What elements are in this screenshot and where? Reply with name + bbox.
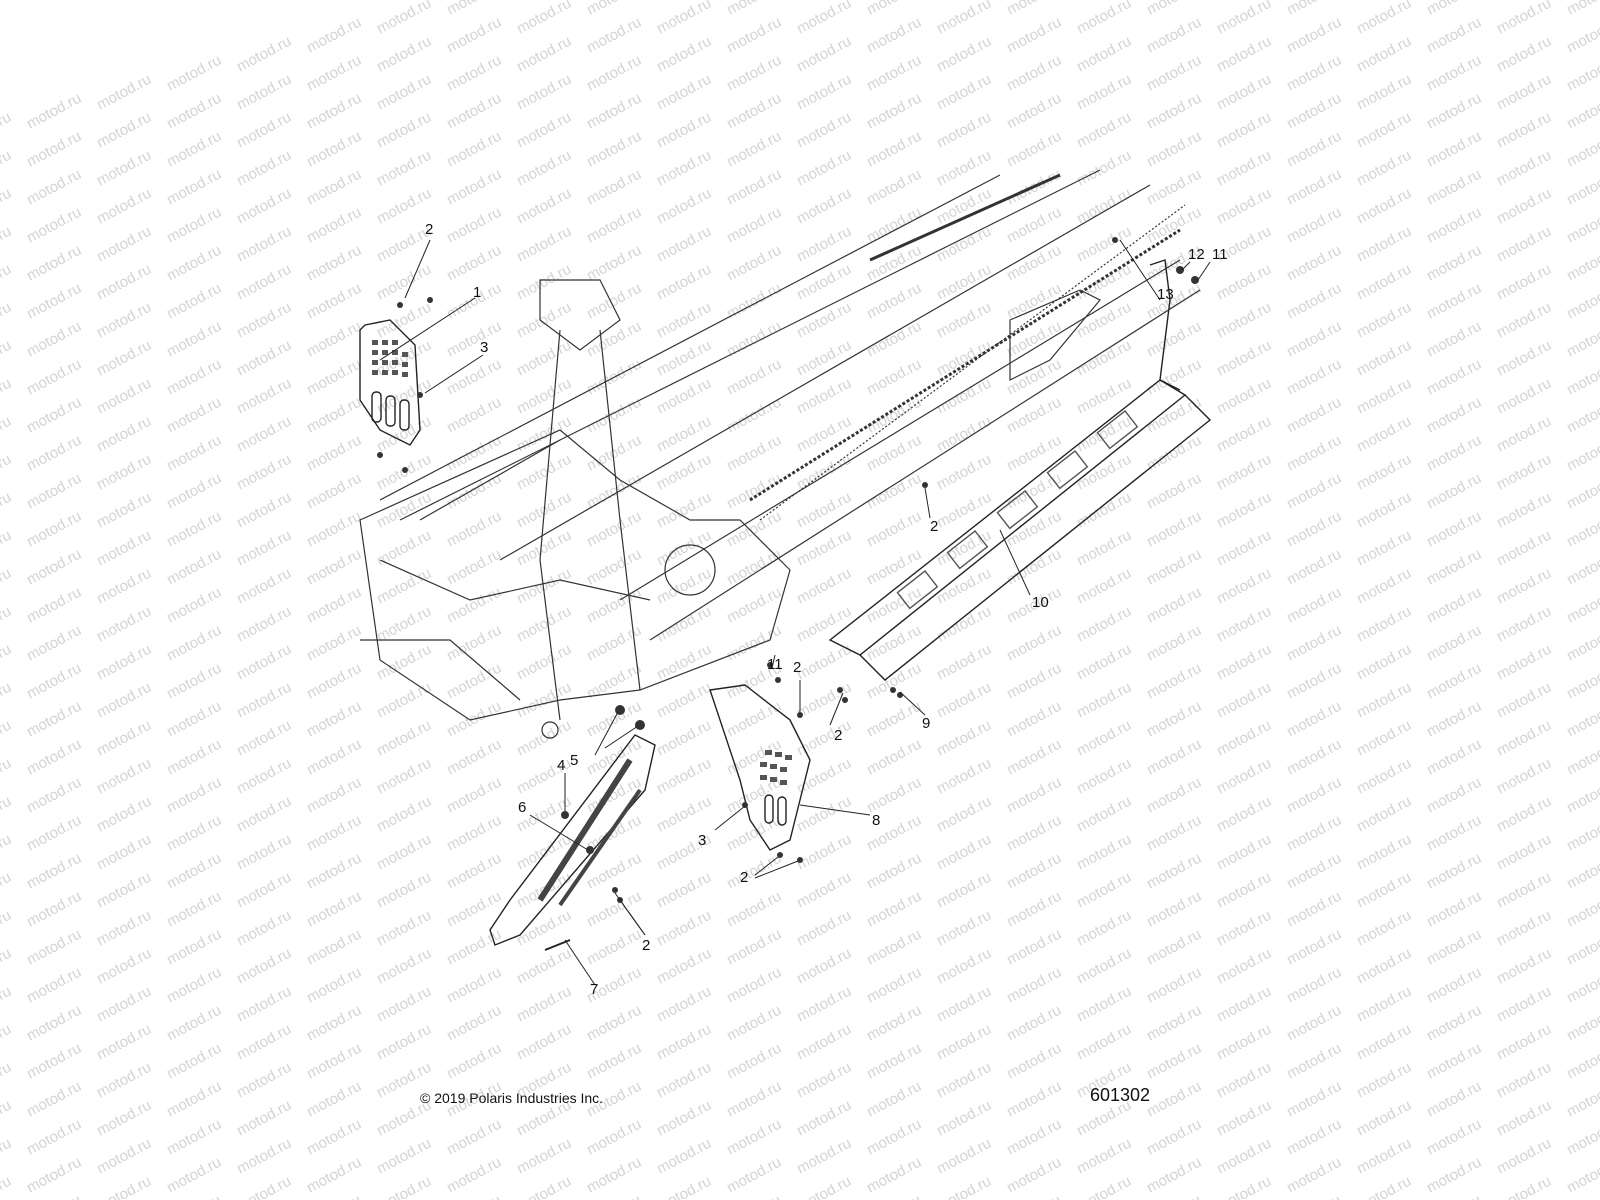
callout-10: 10 [1032, 594, 1049, 611]
callout-2: 2 [642, 937, 651, 954]
callout-11: 11 [1212, 246, 1228, 263]
callout-7: 7 [590, 981, 599, 998]
callout-11: 11 [767, 656, 783, 673]
leader-lines [379, 239, 1211, 986]
callout-5: 5 [570, 752, 579, 769]
callout-2: 2 [930, 518, 939, 535]
part-10-running-board [828, 259, 1212, 681]
callout-9: 9 [922, 715, 931, 732]
callout-2: 2 [834, 727, 843, 744]
callout-13: 13 [1157, 286, 1174, 303]
copyright-notice: © 2019 Polaris Industries Inc. [420, 1090, 604, 1106]
fasteners [377, 237, 1199, 903]
callout-8: 8 [872, 812, 881, 829]
callout-2: 2 [740, 869, 749, 886]
callout-2: 2 [793, 659, 802, 676]
callout-4: 4 [557, 757, 566, 774]
part-1-guard [359, 319, 421, 446]
callout-3: 3 [480, 339, 489, 356]
callout-2: 2 [425, 221, 434, 238]
document-number: 601302 [1090, 1085, 1151, 1105]
callout-1: 1 [473, 284, 482, 301]
chassis-frame [359, 169, 1201, 739]
callout-3: 3 [698, 832, 707, 849]
callout-12: 12 [1188, 246, 1205, 263]
part-8-guard [709, 684, 811, 851]
callout-6: 6 [518, 799, 527, 816]
